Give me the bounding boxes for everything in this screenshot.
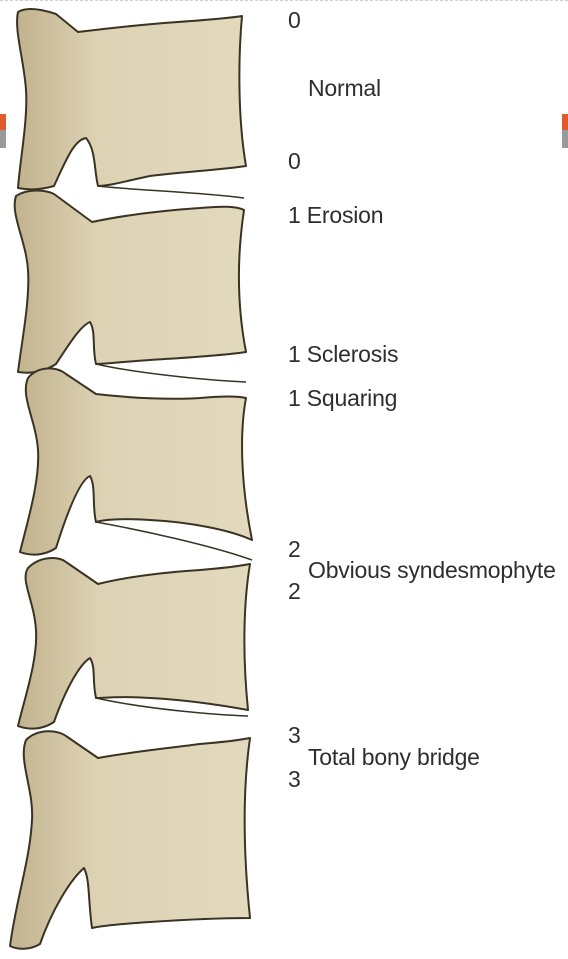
vertebra-normal	[17, 9, 246, 189]
score-syndesmophyte-upper: 2	[288, 536, 301, 562]
vertebra-syndesmophyte	[18, 558, 250, 729]
label-bridge: Total bony bridge	[308, 744, 480, 770]
label-sclerosis: 1 Sclerosis	[288, 341, 398, 367]
score-bridge-lower: 3	[288, 766, 301, 792]
score-normal-lower: 0	[288, 148, 301, 174]
score-bridge-upper: 3	[288, 722, 301, 748]
label-syndesmophyte: Obvious syndesmophyte	[308, 557, 556, 583]
label-erosion: 1 Erosion	[288, 202, 383, 228]
vertebra-squaring	[20, 368, 252, 554]
vertebra-bony-bridge	[10, 731, 250, 949]
score-top: 0	[288, 7, 301, 33]
label-normal: Normal	[308, 75, 381, 101]
score-syndesmophyte-lower: 2	[288, 578, 301, 604]
label-squaring: 1 Squaring	[288, 385, 397, 411]
vertebra-erosion-sclerosis	[15, 191, 246, 373]
